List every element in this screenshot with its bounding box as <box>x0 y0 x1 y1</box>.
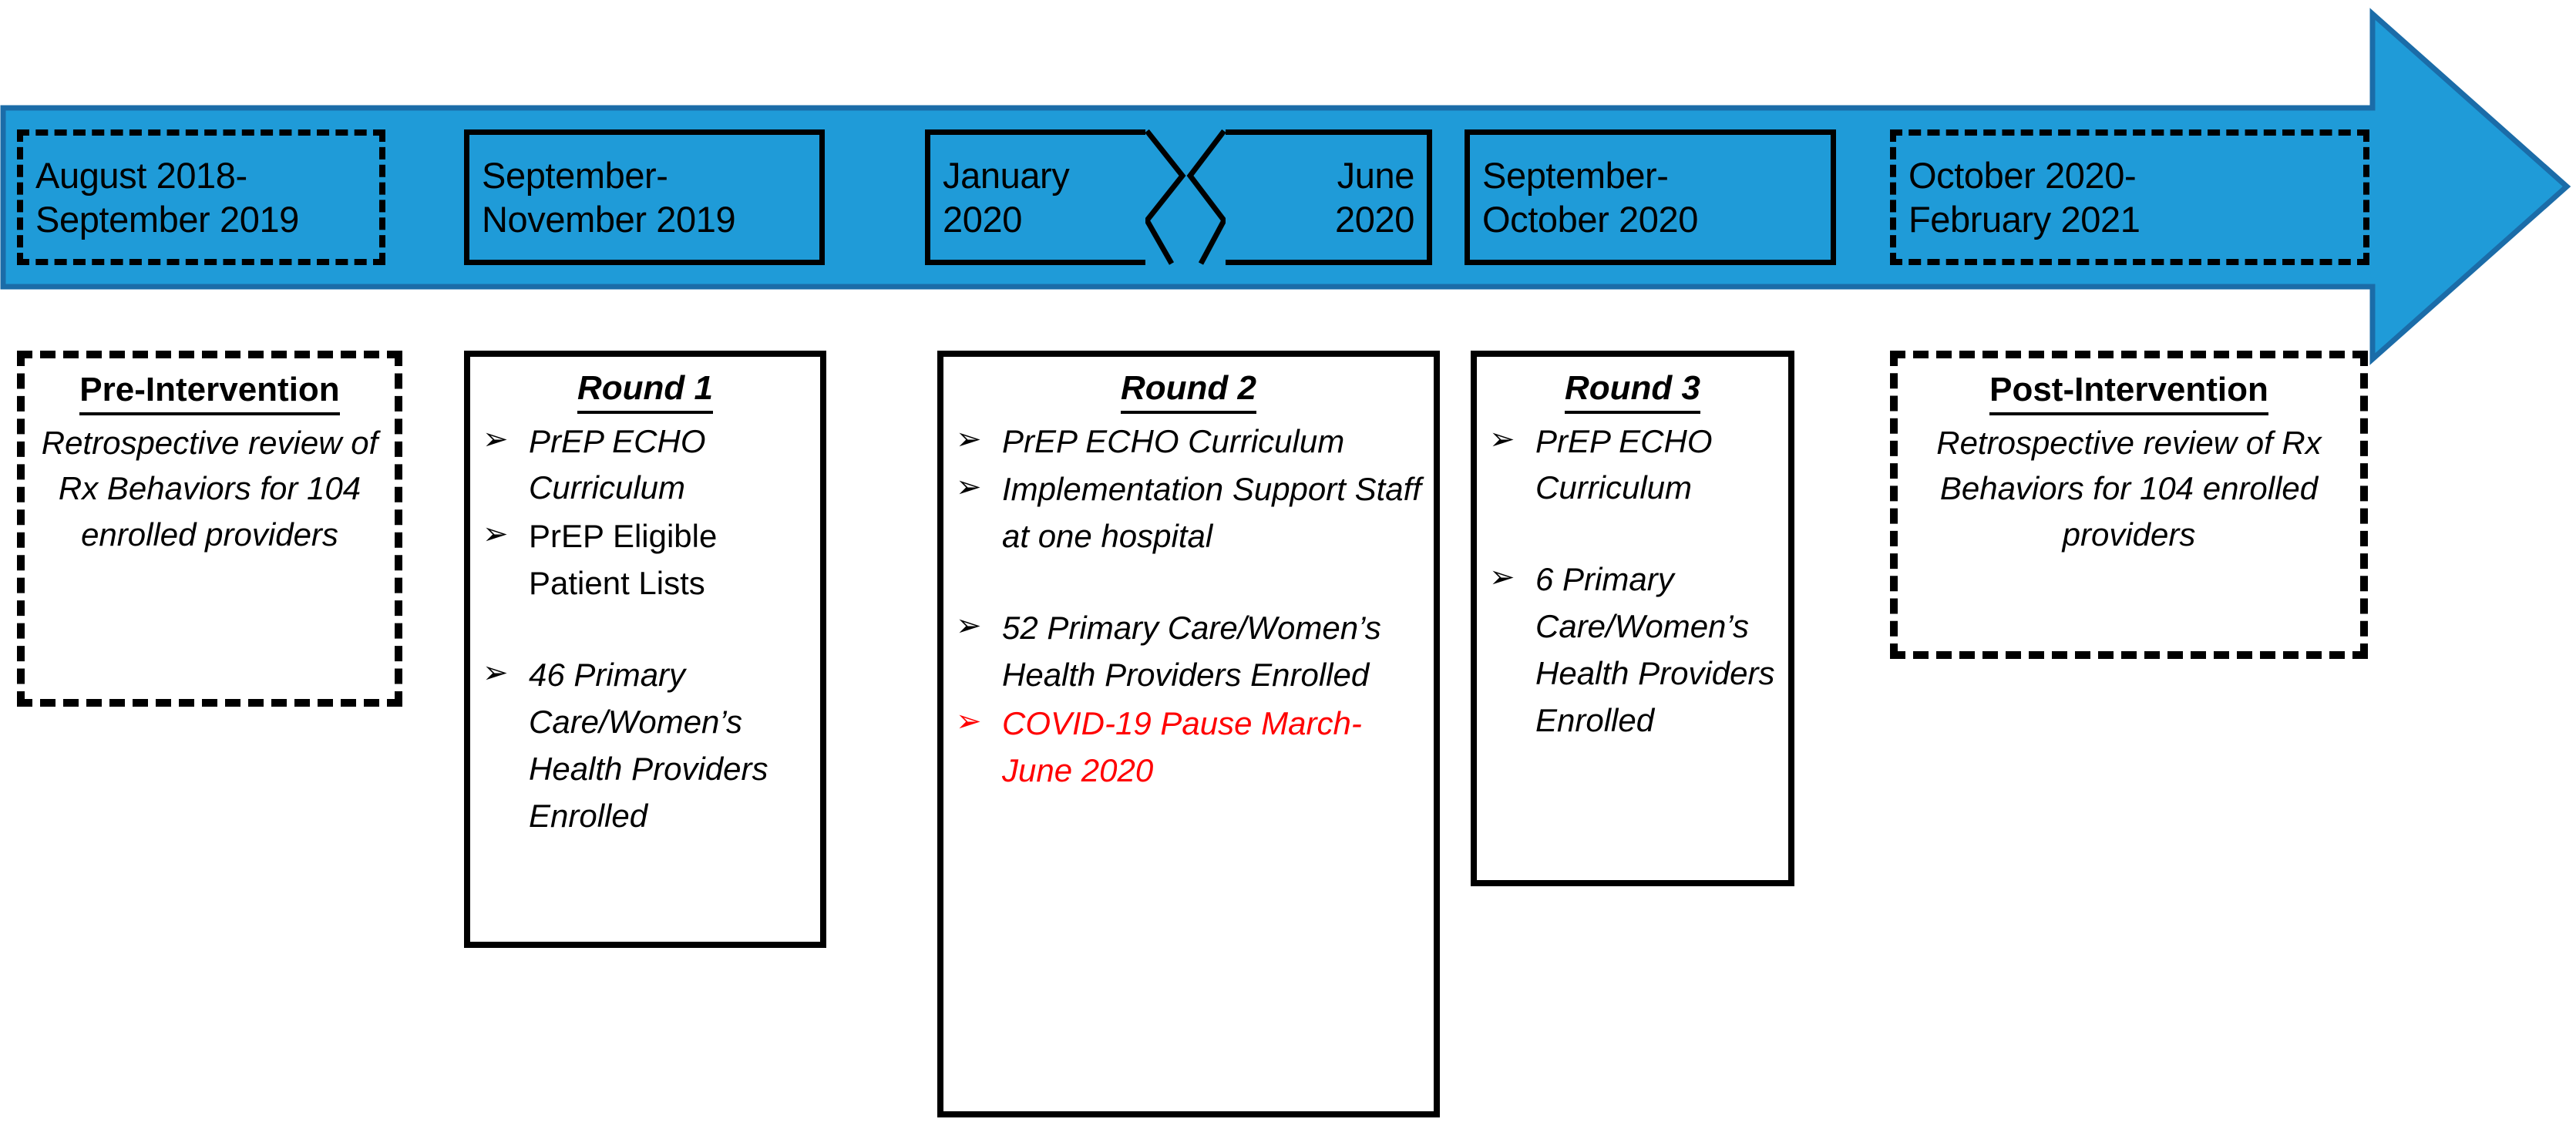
timeline-period-round3[interactable]: September- October 2020 <box>1465 129 1836 265</box>
list-item: ➢ 46 Primary Care/Women’s Health Provide… <box>481 652 809 840</box>
list-item-label: PrEP ECHO Curriculum <box>1535 422 1713 506</box>
card-round-3[interactable]: Round 3 ➢ PrEP ECHO Curriculum ➢ 6 Prima… <box>1471 351 1794 886</box>
card-title-post-intervention: Post-Intervention <box>1908 371 2349 415</box>
arrow-bullet-icon: ➢ <box>956 470 982 505</box>
timeline-break-zigzag <box>1145 129 1226 265</box>
list-item: ➢ PrEP ECHO Curriculum <box>481 418 809 512</box>
period-line: October 2020- <box>1908 154 2137 196</box>
timeline-period-pre[interactable]: August 2018- September 2019 <box>17 129 385 265</box>
arrow-bullet-icon: ➢ <box>956 609 982 643</box>
bullet-list-round-1: ➢ PrEP ECHO Curriculum ➢ PrEP Eligible P… <box>481 418 809 840</box>
list-item-label: 52 Primary Care/Women’s Health Providers… <box>1002 610 1381 694</box>
list-item-label: PrEP ECHO Curriculum <box>1002 422 1345 459</box>
list-item-label: 46 Primary Care/Women’s Health Providers… <box>529 657 768 834</box>
arrow-bullet-icon: ➢ <box>1489 560 1515 595</box>
timeline-period-post[interactable]: October 2020- February 2021 <box>1890 129 2369 265</box>
period-line: September- <box>1482 154 1669 196</box>
list-item: ➢ PrEP ECHO Curriculum <box>1488 418 1777 512</box>
timeline-period-round1[interactable]: September- November 2019 <box>464 129 825 265</box>
bullet-list-round-2: ➢ PrEP ECHO Curriculum ➢ Implementation … <box>954 418 1423 795</box>
period-line: September- <box>482 154 668 196</box>
list-item: ➢ Implementation Support Staff at one ho… <box>954 466 1423 560</box>
arrow-bullet-icon: ➢ <box>483 422 509 456</box>
list-item-covid-pause: ➢ COVID-19 Pause March-June 2020 <box>954 701 1423 795</box>
arrow-shape <box>0 8 2571 365</box>
card-round-2[interactable]: Round 2 ➢ PrEP ECHO Curriculum ➢ Impleme… <box>937 351 1440 1117</box>
arrow-bullet-icon: ➢ <box>1489 422 1515 456</box>
card-body-post-intervention: Retrospective review of Rx Behaviors for… <box>1936 424 2322 553</box>
list-item-label: COVID-19 Pause March-June 2020 <box>1002 705 1362 788</box>
list-item-label: 6 Primary Care/Women’s Health Providers … <box>1535 561 1775 739</box>
period-line: June <box>1337 154 1415 196</box>
arrow-bullet-icon: ➢ <box>956 704 982 739</box>
period-line: September 2019 <box>35 199 299 240</box>
timeline-period-round2-end[interactable]: June 2020 <box>1226 129 1432 265</box>
card-title-round-2: Round 2 <box>954 369 1423 414</box>
arrow-bullet-icon: ➢ <box>483 656 509 691</box>
card-title-round-1: Round 1 <box>481 369 809 414</box>
arrow-bullet-icon: ➢ <box>956 422 982 456</box>
list-item: ➢ 6 Primary Care/Women’s Health Provider… <box>1488 556 1777 744</box>
period-line: 2020 <box>943 199 1022 240</box>
period-line: October 2020 <box>1482 199 1698 240</box>
timeline-period-row: August 2018- September 2019 September- N… <box>0 106 2389 288</box>
card-title-round-3: Round 3 <box>1488 369 1777 414</box>
list-item: ➢ PrEP Eligible Patient Lists <box>481 513 809 607</box>
card-title-pre-intervention: Pre-Intervention <box>35 371 384 415</box>
card-round-1[interactable]: Round 1 ➢ PrEP ECHO Curriculum ➢ PrEP El… <box>464 351 826 948</box>
period-line: 2020 <box>1335 199 1414 240</box>
timeline-arrow-banner <box>0 0 2576 370</box>
period-line: February 2021 <box>1908 199 2141 240</box>
period-line: January <box>943 154 1070 196</box>
card-post-intervention[interactable]: Post-Intervention Retrospective review o… <box>1890 351 2368 659</box>
list-item: ➢ 52 Primary Care/Women’s Health Provide… <box>954 605 1423 699</box>
card-body-pre-intervention: Retrospective review of Rx Behaviors for… <box>41 424 378 553</box>
arrow-bullet-icon: ➢ <box>483 517 509 552</box>
timeline-period-round2-start[interactable]: January 2020 <box>925 129 1145 265</box>
bullet-list-round-3: ➢ PrEP ECHO Curriculum ➢ 6 Primary Care/… <box>1488 418 1777 744</box>
zigzag-icon <box>1145 129 1226 265</box>
period-line: August 2018- <box>35 154 247 196</box>
list-item: ➢ PrEP ECHO Curriculum <box>954 418 1423 465</box>
list-item-label: PrEP ECHO Curriculum <box>529 422 706 506</box>
card-pre-intervention[interactable]: Pre-Intervention Retrospective review of… <box>17 351 402 707</box>
list-item-label: PrEP Eligible Patient Lists <box>529 518 718 602</box>
period-line: November 2019 <box>482 199 736 240</box>
list-item-label: Implementation Support Staff at one hosp… <box>1002 471 1421 555</box>
